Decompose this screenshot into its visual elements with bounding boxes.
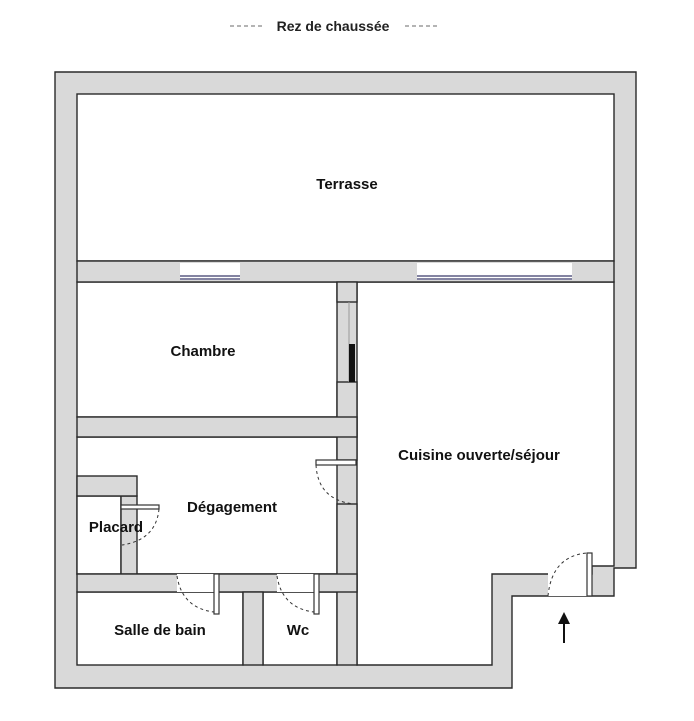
degagement-door-leaf bbox=[315, 459, 357, 466]
room-chambre bbox=[76, 281, 338, 418]
label-chambre: Chambre bbox=[170, 343, 235, 360]
plan-title: Rez de chaussée bbox=[277, 18, 390, 34]
chambre-degagement-wall bbox=[76, 416, 358, 438]
arrow-up-icon bbox=[558, 612, 570, 643]
placard-door-leaf bbox=[120, 504, 160, 510]
label-placard: Placard bbox=[89, 519, 143, 536]
label-wc: Wc bbox=[287, 622, 310, 639]
chambre-sliding-door bbox=[349, 344, 355, 382]
placard-wall-top bbox=[76, 475, 138, 497]
entrance-door-swing bbox=[547, 552, 588, 597]
wc-door-opening bbox=[277, 574, 319, 592]
room-cuisine bbox=[356, 281, 615, 666]
wc-door-leaf bbox=[313, 573, 320, 615]
room-terrasse bbox=[76, 93, 615, 262]
label-degagement: Dégagement bbox=[187, 499, 277, 516]
label-salle-de-bain: Salle de bain bbox=[114, 622, 206, 639]
degagement-door-swing bbox=[315, 464, 355, 505]
bay-opening-left bbox=[180, 263, 240, 280]
bath-wc-wall bbox=[242, 591, 264, 666]
bath-door-leaf bbox=[213, 573, 220, 615]
bay-opening-right bbox=[417, 263, 572, 280]
bath-door-opening bbox=[177, 574, 219, 592]
central-wall-top bbox=[336, 281, 358, 303]
entrance-opening bbox=[548, 566, 592, 596]
label-terrasse: Terrasse bbox=[316, 176, 377, 193]
entrance-door-leaf bbox=[586, 552, 593, 597]
label-cuisine: Cuisine ouverte/séjour bbox=[398, 447, 560, 464]
